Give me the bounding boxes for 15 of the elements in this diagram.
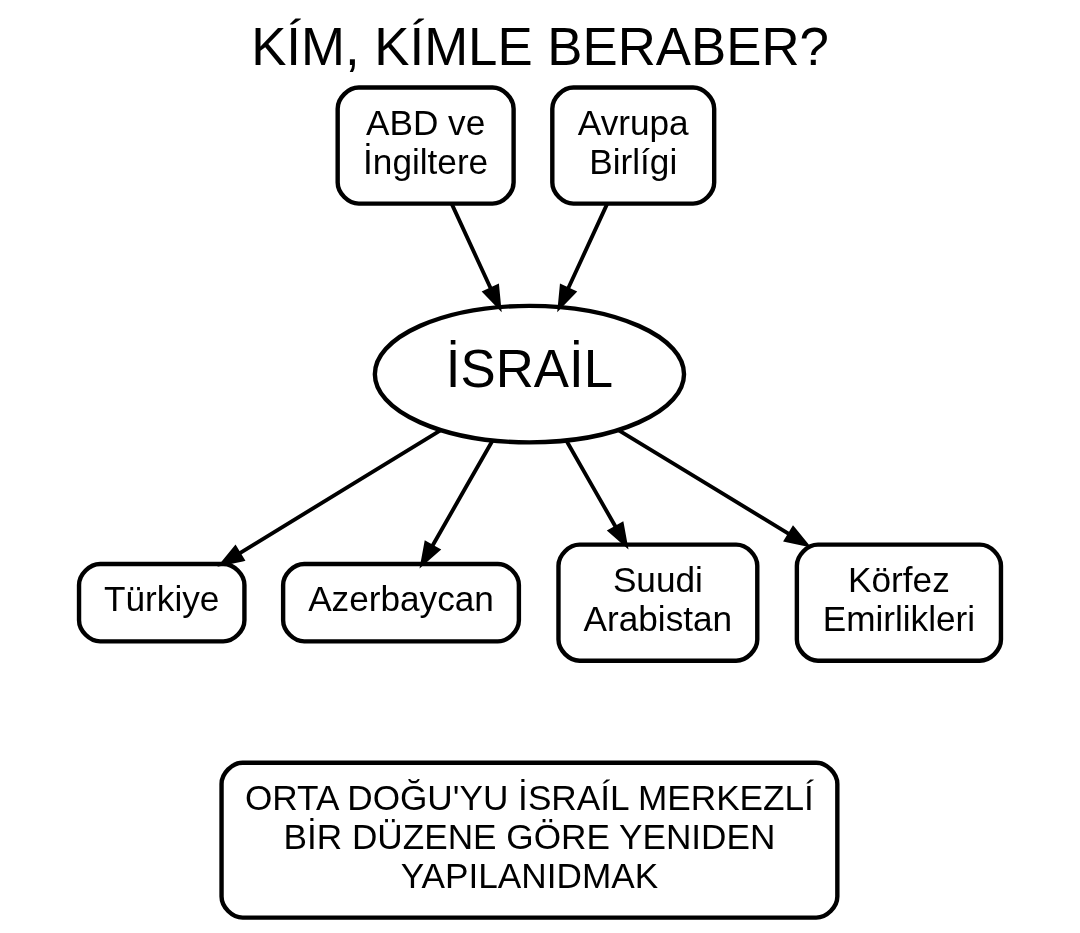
arrow <box>419 440 494 569</box>
node-ellipse: İSRAİL <box>372 303 687 445</box>
node-box: ORTA DOĞU'YU İSRAÍL MERKEZLÍ BİR DÜZENE GÖRE YENIDEN YAPILANIDMAK <box>219 760 840 920</box>
arrow <box>217 428 442 567</box>
arrow <box>564 440 629 550</box>
node-box: Azerbaycan <box>280 561 522 644</box>
node-box: Türkiye <box>76 561 247 644</box>
node-box: Suudi Arabistan <box>556 542 760 663</box>
node-box: Körfez Emirlikleri <box>794 542 1004 663</box>
node-box: Avrupa Birlígi <box>550 85 717 206</box>
arrow <box>450 203 502 313</box>
node-box: ABD ve İngiltere <box>335 85 516 206</box>
diagram-title: KÍM, KÍMLE BERABER? <box>251 16 829 76</box>
arrow <box>617 428 812 548</box>
arrow <box>557 203 609 313</box>
